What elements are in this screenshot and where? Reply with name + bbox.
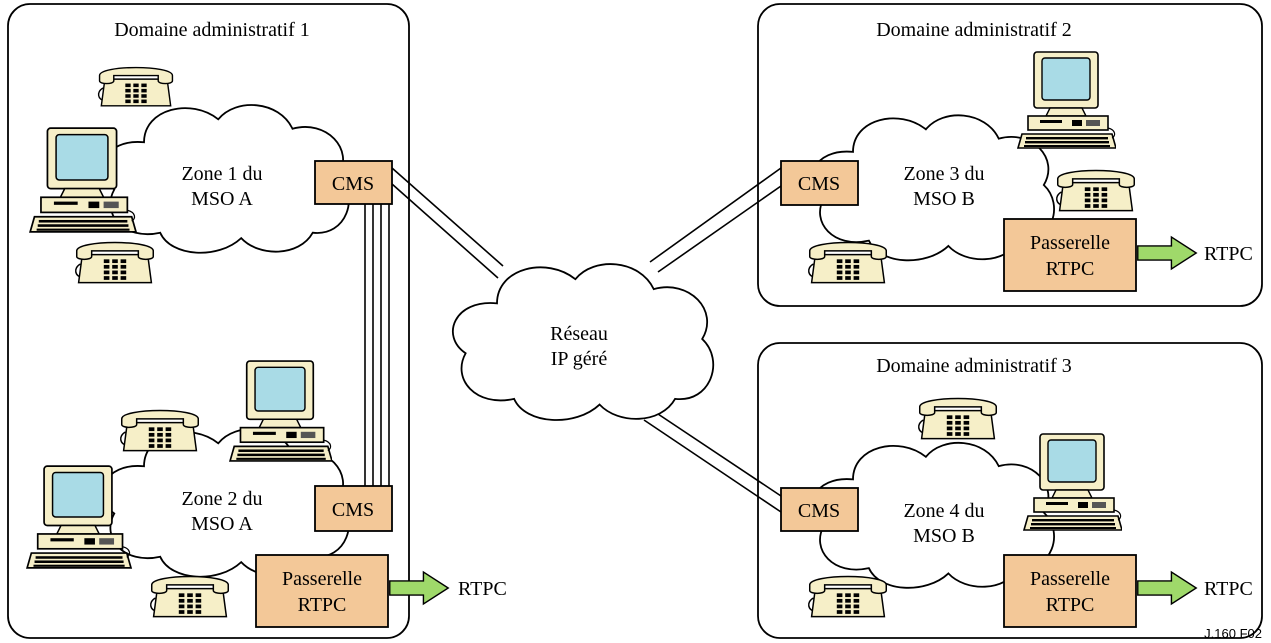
telephone-icon (119, 409, 200, 452)
domain-2-title: Domaine administratif 2 (876, 19, 1072, 41)
cms-box-zone-4: CMS (780, 487, 859, 532)
zone-2-label-line2: MSO A (191, 513, 253, 535)
cms-label: CMS (798, 173, 840, 195)
pstn-label-zone-2: RTPC (458, 578, 507, 600)
gateway-label-line1: Passerelle (1030, 568, 1110, 590)
zone-2-label-line1: Zone 2 du (181, 488, 262, 510)
telephone-icon (149, 575, 230, 618)
pstn-label-zone-4: RTPC (1204, 578, 1253, 600)
gateway-label-line2: RTPC (1046, 594, 1095, 616)
telephone-icon (97, 66, 174, 107)
zone-4-label-line1: Zone 4 du (903, 500, 984, 522)
figure-id: J.160 F02 (1204, 626, 1262, 641)
zone-3-label-line2: MSO B (913, 188, 975, 210)
telephone-icon (917, 397, 998, 440)
cms-box-zone-1: CMS (314, 160, 393, 205)
cms-label: CMS (798, 500, 840, 522)
cms-label: CMS (332, 173, 374, 195)
domain-3-title: Domaine administratif 3 (876, 355, 1072, 377)
zone-1-label-line1: Zone 1 du (181, 163, 262, 185)
pstn-gateway-zone-2: Passerelle RTPC (255, 554, 389, 628)
cms-label: CMS (332, 499, 374, 521)
telephone-icon (807, 241, 888, 284)
zone-3-label-line1: Zone 3 du (903, 163, 984, 185)
zone-1-label-line2: MSO A (191, 188, 253, 210)
gateway-label-line1: Passerelle (282, 568, 362, 590)
cms-box-zone-2: CMS (314, 485, 393, 532)
network-label-line2: IP géré (551, 348, 608, 370)
gateway-label-line2: RTPC (298, 594, 347, 616)
pstn-label-zone-3: RTPC (1204, 243, 1253, 265)
telephone-icon (74, 241, 155, 284)
cms-box-zone-3: CMS (780, 160, 859, 206)
gateway-label-line1: Passerelle (1030, 232, 1110, 254)
cms-interconnect-links (364, 167, 782, 513)
pstn-gateway-zone-3: Passerelle RTPC (1003, 218, 1137, 292)
zone-4-label-line2: MSO B (913, 525, 975, 547)
gateway-label-line2: RTPC (1046, 258, 1095, 280)
telephone-icon (807, 575, 888, 618)
pstn-gateway-zone-4: Passerelle RTPC (1003, 554, 1137, 628)
telephone-icon (1055, 169, 1136, 212)
network-label-line1: Réseau (550, 323, 608, 345)
domain-1-title: Domaine administratif 1 (114, 19, 310, 41)
